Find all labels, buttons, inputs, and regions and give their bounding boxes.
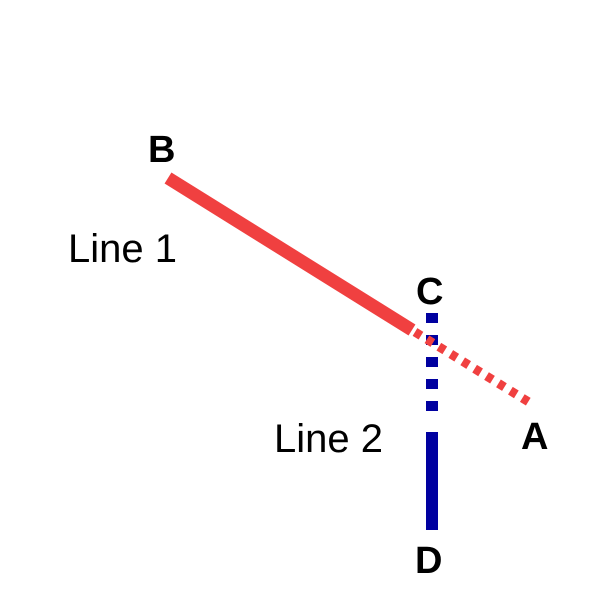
line-1-label: Line 1	[68, 227, 177, 271]
line-2-label: Line 2	[274, 417, 383, 461]
point-c-label: C	[416, 271, 443, 313]
point-a-label: A	[521, 416, 548, 458]
line-1-solid-segment	[164, 172, 416, 336]
point-b-label: B	[148, 129, 175, 171]
line-1-dashed-segment	[412, 328, 535, 408]
point-d-label: D	[415, 540, 442, 582]
